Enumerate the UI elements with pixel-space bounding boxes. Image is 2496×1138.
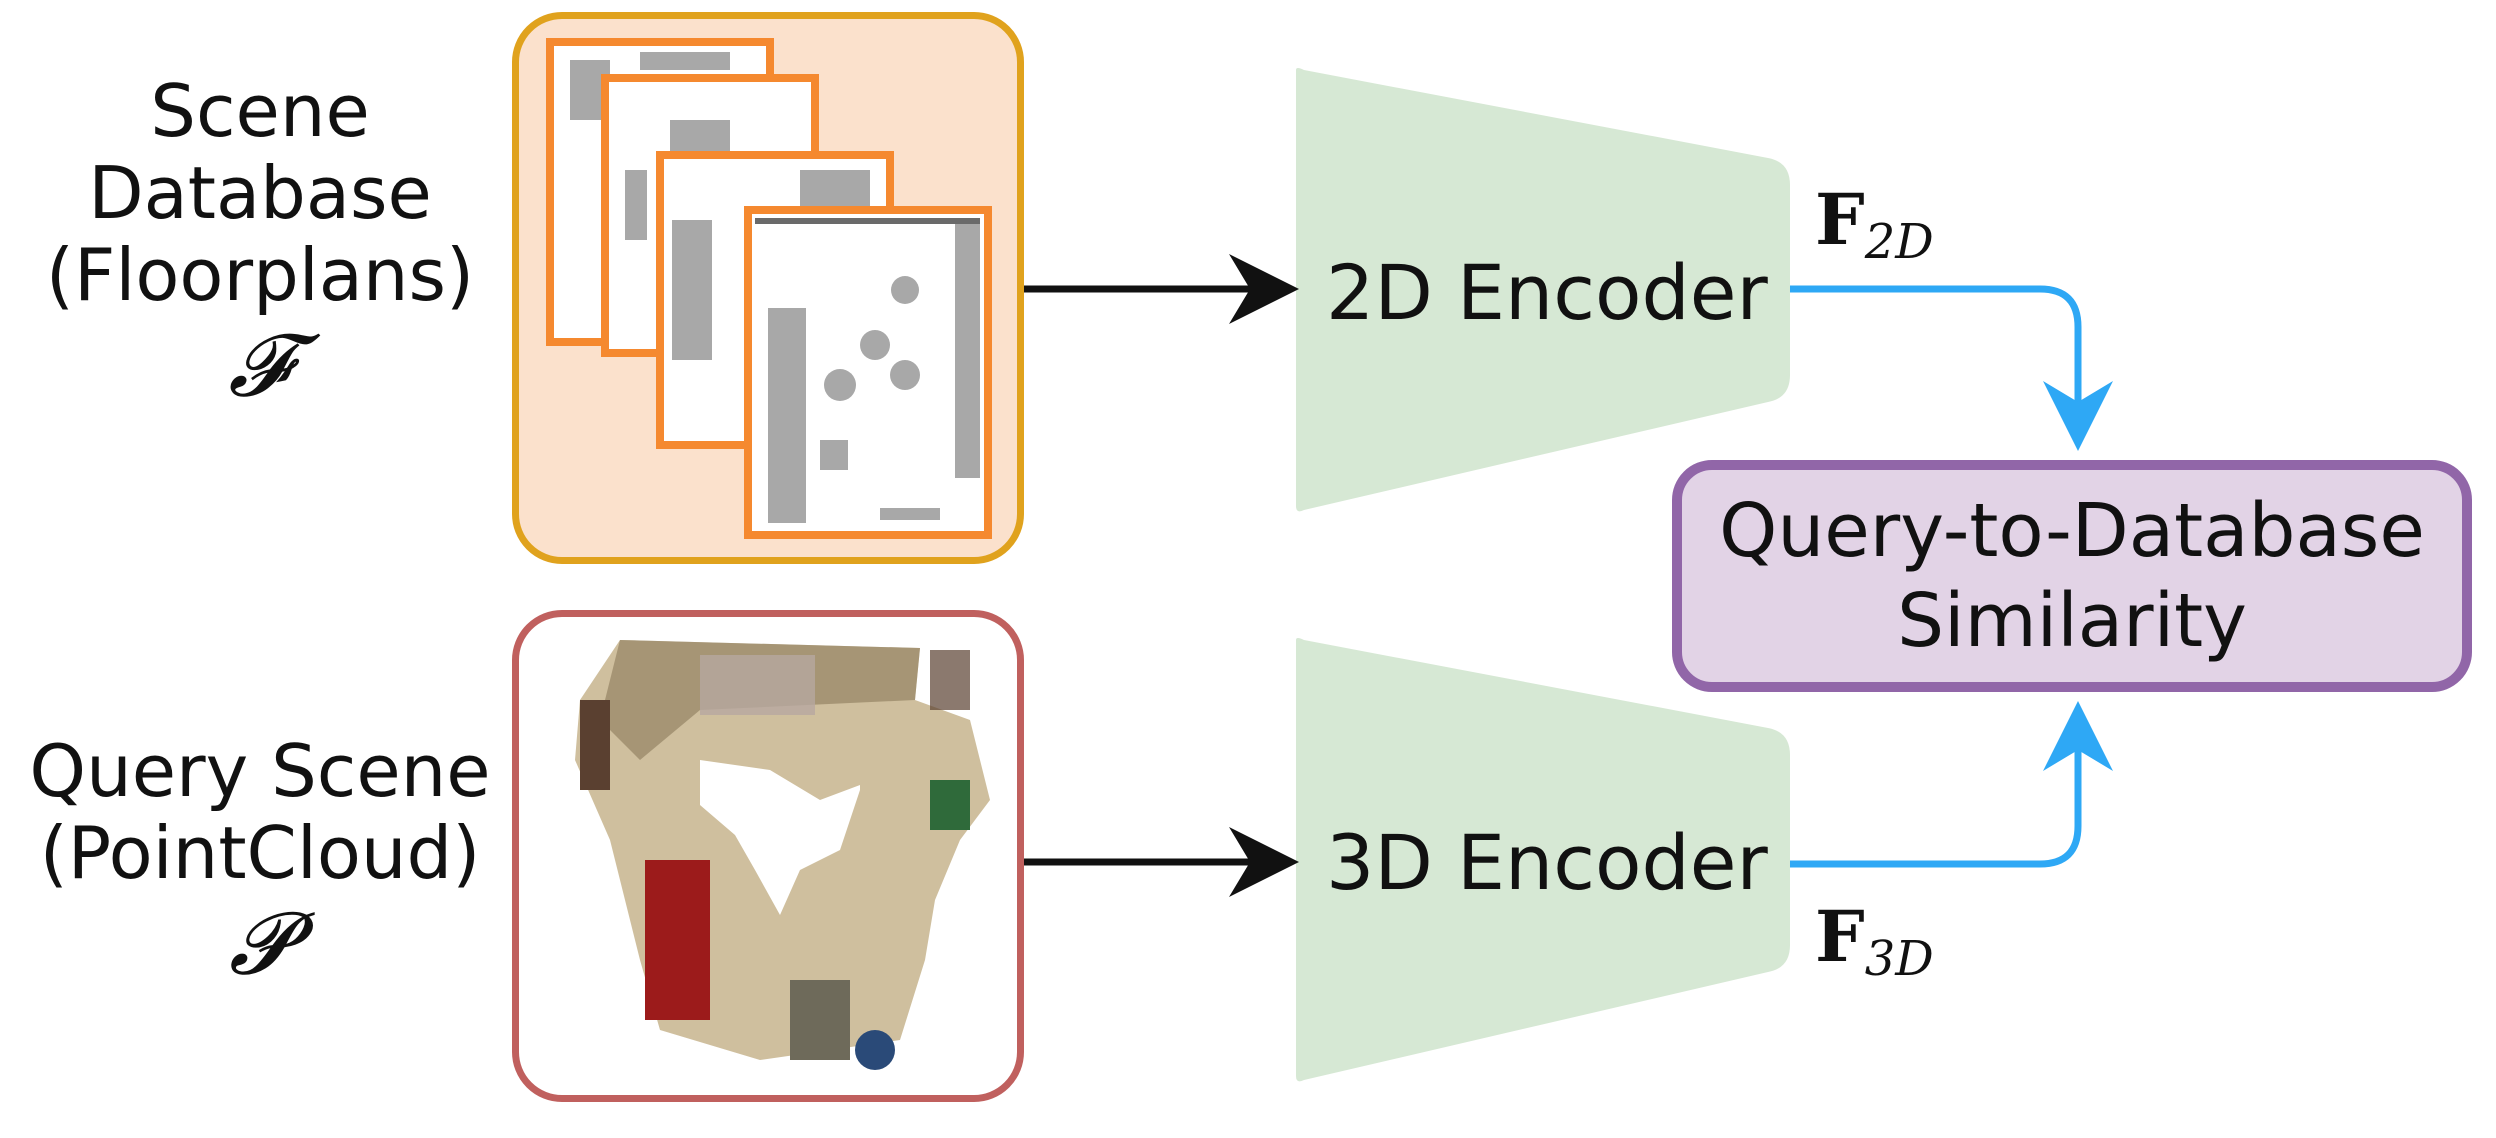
database-label-line-2: Database bbox=[88, 151, 432, 235]
arrow-2d-feature-to-similarity bbox=[1790, 285, 2113, 451]
encoder-2d-shape bbox=[1296, 68, 1790, 512]
feature-3d-subscript: 3D bbox=[1864, 931, 1934, 987]
query-to-database-similarity-box: Query-to-Database Similarity bbox=[1672, 460, 2472, 692]
database-label-line-1: Scene bbox=[150, 69, 370, 153]
database-symbol: 𝓕 bbox=[228, 316, 292, 416]
feature-2d-main: F bbox=[1815, 178, 1865, 261]
database-label: Scene Database (Floorplans) 𝓕 bbox=[20, 70, 500, 416]
encoder-2d-label: 2D Encoder bbox=[1326, 248, 1768, 337]
database-label-line-3: (Floorplans) bbox=[45, 233, 475, 317]
similarity-line-1: Query-to-Database bbox=[1719, 488, 2425, 574]
feature-3d-label: F3D bbox=[1815, 895, 1934, 987]
query-label-line-1: Query Scene bbox=[29, 729, 491, 813]
feature-3d-main: F bbox=[1815, 895, 1865, 978]
encoder-3d-shape bbox=[1296, 638, 1790, 1082]
query-label: Query Scene (PointCloud) 𝓟 bbox=[10, 730, 510, 994]
arrow-3d-feature-to-similarity bbox=[1790, 701, 2113, 868]
encoder-3d-label: 3D Encoder bbox=[1326, 818, 1768, 907]
query-label-line-2: (PointCloud) bbox=[39, 811, 481, 895]
floorplan-card-4 bbox=[744, 206, 992, 539]
similarity-line-2: Similarity bbox=[1897, 578, 2247, 664]
query-symbol: 𝓟 bbox=[228, 894, 291, 994]
feature-2d-label: F2D bbox=[1815, 178, 1934, 270]
feature-2d-subscript: 2D bbox=[1864, 214, 1934, 270]
